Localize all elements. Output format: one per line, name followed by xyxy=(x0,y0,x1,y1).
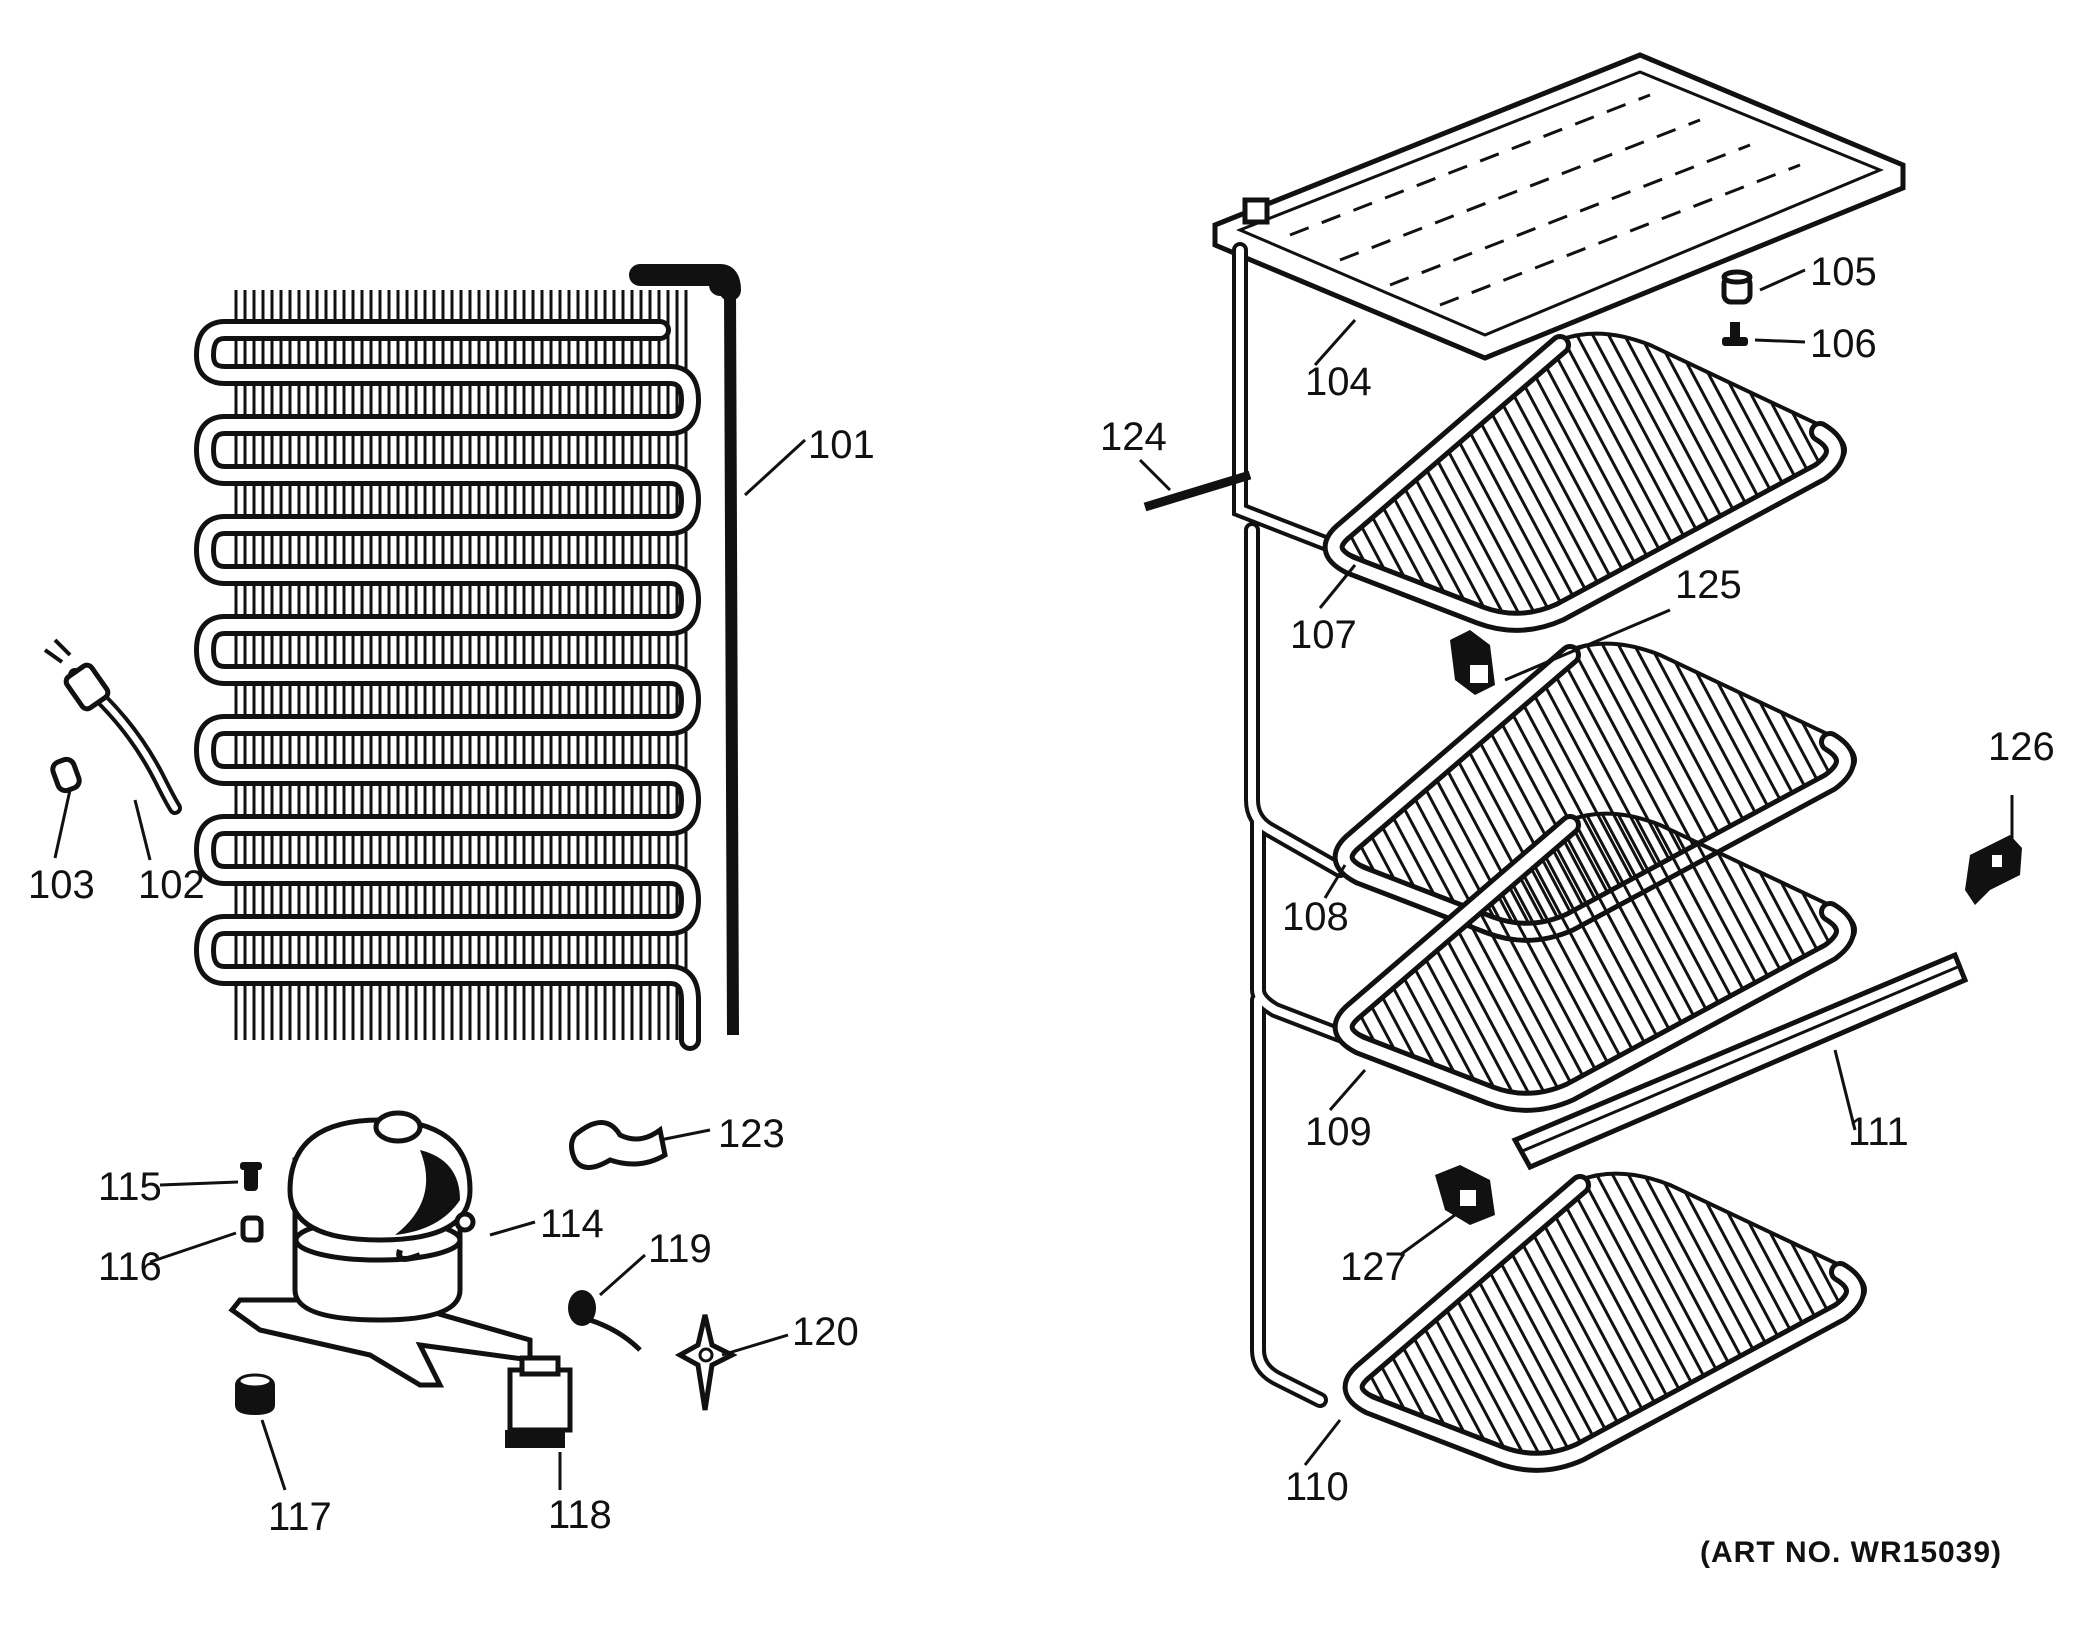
evaporator-frame xyxy=(1143,242,1348,1408)
screw-106 xyxy=(1722,322,1748,346)
clip-127 xyxy=(1435,1165,1495,1225)
callout-104: 104 xyxy=(1305,360,1372,404)
clip-123 xyxy=(569,1120,668,1170)
rack-107 xyxy=(1322,331,1847,633)
callout-labels: 101 102 103 104 105 106 107 108 109 110 … xyxy=(28,250,2055,1569)
breaker-strip-111 xyxy=(1511,951,1969,1171)
thermostat-126 xyxy=(1965,835,2022,905)
wire-connector xyxy=(50,756,82,794)
callout-114: 114 xyxy=(540,1202,604,1246)
power-cord xyxy=(43,638,182,815)
callout-117: 117 xyxy=(268,1495,332,1539)
callout-102: 102 xyxy=(138,863,205,907)
clip-120 xyxy=(674,1314,738,1411)
callout-115: 115 xyxy=(98,1165,162,1209)
relay-118 xyxy=(505,1355,573,1448)
callout-124: 124 xyxy=(1100,415,1167,459)
leader-lines xyxy=(53,268,2014,1491)
callout-106: 106 xyxy=(1810,322,1877,366)
grommet-117 xyxy=(235,1373,275,1415)
callout-108: 108 xyxy=(1282,895,1349,939)
callout-127: 127 xyxy=(1340,1245,1407,1289)
callout-110: 110 xyxy=(1285,1465,1349,1509)
callout-101: 101 xyxy=(808,423,875,467)
callout-119: 119 xyxy=(648,1227,712,1271)
callout-126: 126 xyxy=(1988,725,2055,769)
compressor xyxy=(228,1110,533,1388)
freezer-shelf xyxy=(1212,52,1906,361)
callout-123: 123 xyxy=(718,1112,785,1156)
callout-107: 107 xyxy=(1290,613,1357,657)
callout-120: 120 xyxy=(792,1310,859,1354)
callout-116: 116 xyxy=(98,1245,162,1289)
rack-109 xyxy=(1332,811,1857,1113)
overload-119 xyxy=(568,1290,642,1352)
callout-111: 111 xyxy=(1848,1110,1909,1154)
callout-109: 109 xyxy=(1305,1110,1372,1154)
cap-105 xyxy=(1721,269,1753,305)
art-number: (ART NO. WR15039) xyxy=(1700,1536,2002,1569)
callout-105: 105 xyxy=(1810,250,1877,294)
callout-103: 103 xyxy=(28,863,95,907)
clip-125 xyxy=(1450,630,1495,695)
rack-110 xyxy=(1342,1171,1867,1473)
screw-115 xyxy=(240,1162,262,1191)
condenser xyxy=(194,264,741,1051)
callout-118: 118 xyxy=(548,1493,612,1537)
callout-125: 125 xyxy=(1675,563,1742,607)
grommet-116 xyxy=(240,1215,264,1243)
